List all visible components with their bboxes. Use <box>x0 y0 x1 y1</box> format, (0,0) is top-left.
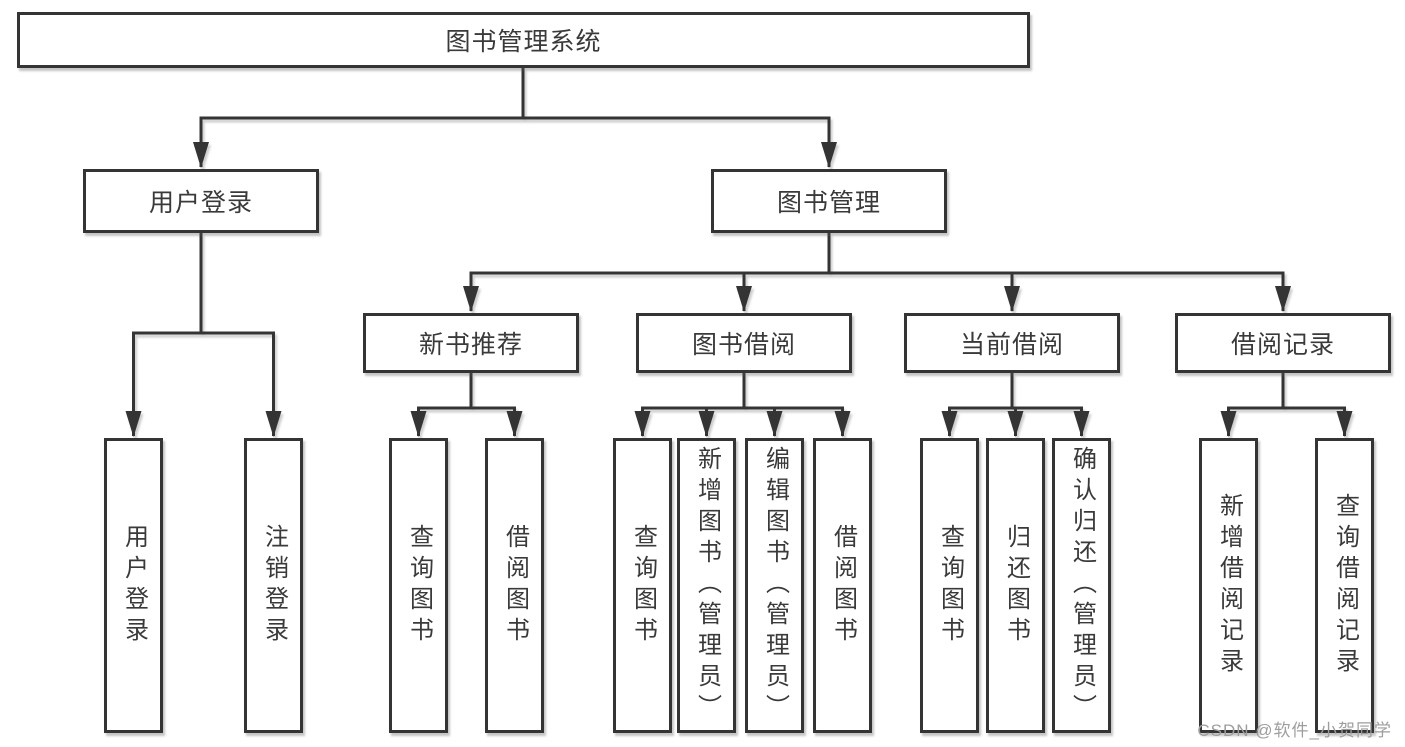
watermark: CSDN @软件_小贺同学 <box>1197 721 1392 740</box>
node-current-borrowing: 当前借阅 <box>904 313 1120 373</box>
node-book-borrowing: 图书借阅 <box>636 313 852 373</box>
node-borrowing-records: 借阅记录 <box>1175 313 1391 373</box>
node-library-system: 图书管理系统 <box>17 12 1030 68</box>
leaf-logout: 注销登录 <box>244 438 303 733</box>
leaf-query-borrow-record: 查询借阅记录 <box>1315 438 1374 733</box>
leaf-confirm-return-admin: 确认归还（管理员） <box>1052 438 1111 733</box>
leaf-add-borrow-record: 新增借阅记录 <box>1199 438 1258 733</box>
leaf-return-books: 归还图书 <box>986 438 1045 733</box>
node-book-management: 图书管理 <box>711 169 947 233</box>
leaf-query-books-recommend: 查询图书 <box>389 438 448 733</box>
node-user-login: 用户登录 <box>83 169 319 233</box>
leaf-query-books-current: 查询图书 <box>920 438 979 733</box>
leaf-user-login: 用户登录 <box>104 438 163 733</box>
leaf-borrow-books-recommend: 借阅图书 <box>485 438 544 733</box>
leaf-add-books-admin: 新增图书（管理员） <box>677 438 736 733</box>
leaf-borrow-books: 借阅图书 <box>813 438 872 733</box>
leaf-edit-books-admin: 编辑图书（管理员） <box>745 438 804 733</box>
leaf-query-books-borrow: 查询图书 <box>613 438 672 733</box>
node-new-book-recommendation: 新书推荐 <box>363 313 579 373</box>
